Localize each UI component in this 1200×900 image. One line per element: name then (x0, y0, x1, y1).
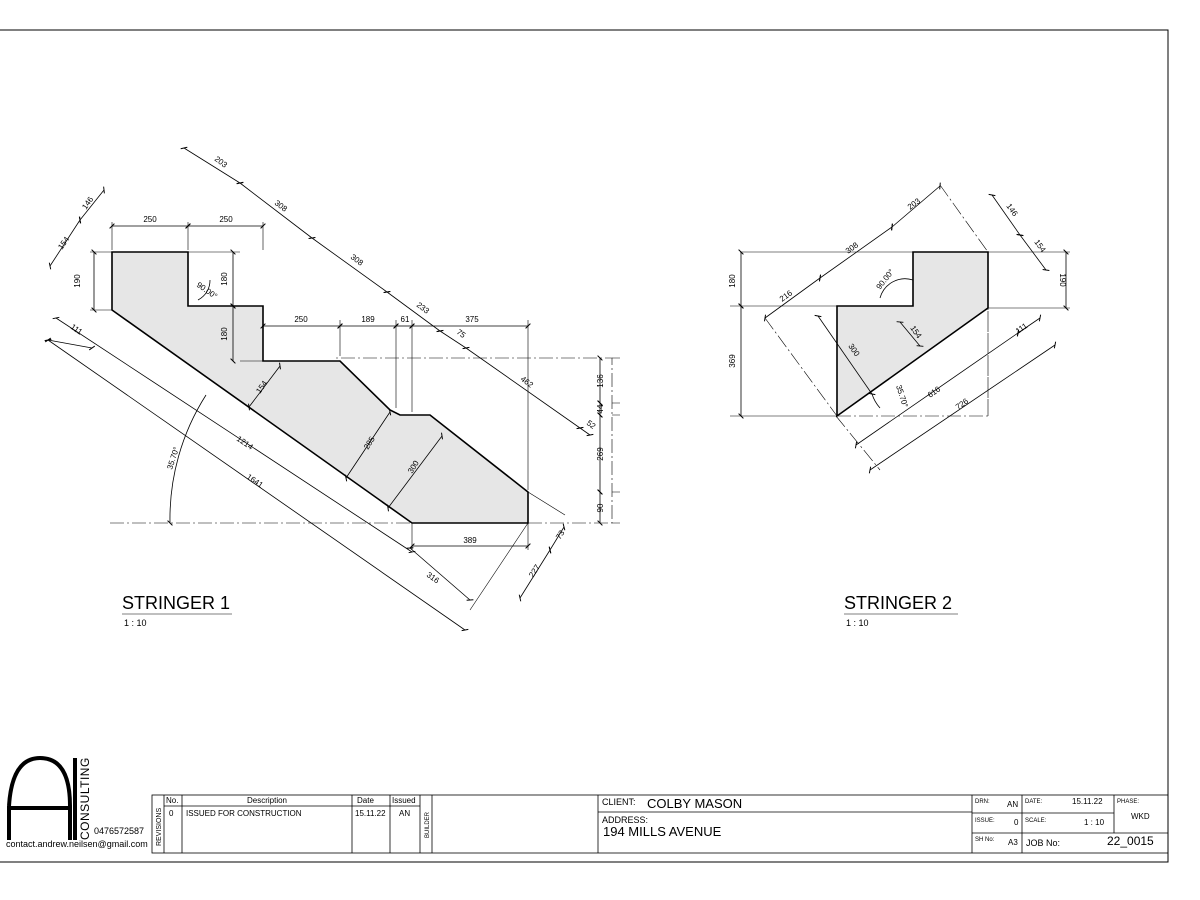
rev-row-description: ISSUED FOR CONSTRUCTION (186, 809, 302, 818)
s1-dim-61: 61 (401, 315, 410, 324)
drn-value: AN (1007, 800, 1018, 809)
rev-row-issued: AN (399, 809, 410, 818)
scale-value: 1 : 10 (1084, 818, 1105, 827)
rev-header-no: No. (166, 796, 178, 805)
stringer-1-drawing: 250 250 250 189 61 375 203 308 308 233 7… (44, 146, 620, 632)
s1-dim-75: 75 (455, 327, 468, 340)
s1-dim-180b: 180 (220, 327, 229, 341)
sheet-label: SH No: (975, 837, 995, 843)
drn-label: DRN: (975, 799, 990, 805)
logo-email: contact.andrew.neilsen@gmail.com (6, 839, 148, 849)
stringer-2-scale: 1 : 10 (846, 618, 869, 628)
s1-dim-146: 146 (80, 195, 95, 212)
stringer-2-drawing: 308 203 216 90.00° 146 154 190 180 369 1… (728, 182, 1070, 628)
s1-dim-136: 136 (596, 374, 605, 388)
date-label: DATE: (1025, 799, 1043, 805)
s1-angle-90: 90.00° (195, 280, 219, 301)
stringer-2-title: STRINGER 2 (844, 593, 952, 613)
s1-dim-73: 73 (554, 528, 567, 541)
address-value: 194 MILLS AVENUE (603, 824, 722, 839)
s2-dim-369: 369 (728, 354, 737, 368)
s2-dim-111: 111 (1014, 321, 1030, 336)
s1-dim-250c: 250 (294, 315, 308, 324)
title-block (151, 794, 1169, 854)
address-label: ADDRESS: (602, 815, 648, 825)
revisions-side-label: REVISIONS (156, 808, 163, 846)
rev-header-date: Date (357, 796, 374, 805)
s1-dim-190: 190 (73, 274, 82, 288)
builder-side-label: BUILDER (425, 811, 431, 838)
s1-dim-269: 269 (596, 447, 605, 461)
s2-dim-203: 203 (906, 196, 923, 211)
s2-dim-180: 180 (728, 274, 737, 288)
sheet-value: A3 (1008, 838, 1018, 847)
client-name: COLBY MASON (647, 796, 742, 811)
s1-dim-233: 233 (415, 300, 432, 316)
s2-dim-216: 216 (778, 288, 795, 303)
s1-dim-389: 389 (463, 536, 477, 545)
stringer-1-shape (111, 251, 529, 524)
s1-dim-250b: 250 (219, 215, 233, 224)
phase-value: WKD (1131, 812, 1150, 821)
s1-dim-250a: 250 (143, 215, 157, 224)
s1-dim-308b: 308 (349, 252, 366, 268)
s1-dim-1641: 1641 (245, 472, 265, 490)
logo-phone: 0476572587 (94, 826, 144, 836)
issue-value: 0 (1014, 818, 1019, 827)
s1-dim-44: 44 (596, 404, 605, 413)
stringer-1-title: STRINGER 1 (122, 593, 230, 613)
s1-dim-375: 375 (465, 315, 479, 324)
scale-label: SCALE: (1025, 818, 1047, 824)
s1-dim-462: 462 (519, 374, 536, 390)
s1-dim-189: 189 (361, 315, 375, 324)
rev-row-date: 15.11.22 (355, 809, 386, 818)
logo-word: CONSULTING (78, 757, 92, 840)
company-logo: CONSULTING 0476572587 contact.andrew.nei… (6, 755, 148, 849)
client-label: CLIENT: (602, 797, 636, 807)
s1-dim-52: 52 (585, 418, 598, 431)
s2-dim-308: 308 (844, 240, 861, 255)
s1-dim-227: 227 (527, 563, 542, 580)
s1-dim-180a: 180 (220, 272, 229, 286)
s2-angle-35: 35.70° (894, 384, 910, 409)
logo-a-mark (7, 755, 77, 840)
rev-header-issued: Issued (392, 796, 416, 805)
s1-angle-35: 35.70° (165, 446, 181, 471)
s1-dim-308a: 308 (273, 198, 290, 214)
sheet-border (0, 29, 1169, 863)
stringer-1-scale: 1 : 10 (124, 618, 147, 628)
s2-dim-726: 726 (954, 396, 971, 411)
s1-dim-1214: 1214 (235, 434, 255, 452)
rev-row-no: 0 (169, 809, 174, 818)
phase-label: PHASE: (1117, 799, 1139, 805)
s2-dim-190: 190 (1058, 273, 1067, 287)
rev-header-description: Description (247, 796, 287, 805)
s1-dim-90: 90 (596, 503, 605, 512)
date-value: 15.11.22 (1072, 797, 1103, 806)
issue-label: ISSUE: (975, 818, 995, 824)
job-value: 22_0015 (1107, 834, 1154, 848)
job-label: JOB No: (1026, 838, 1060, 848)
